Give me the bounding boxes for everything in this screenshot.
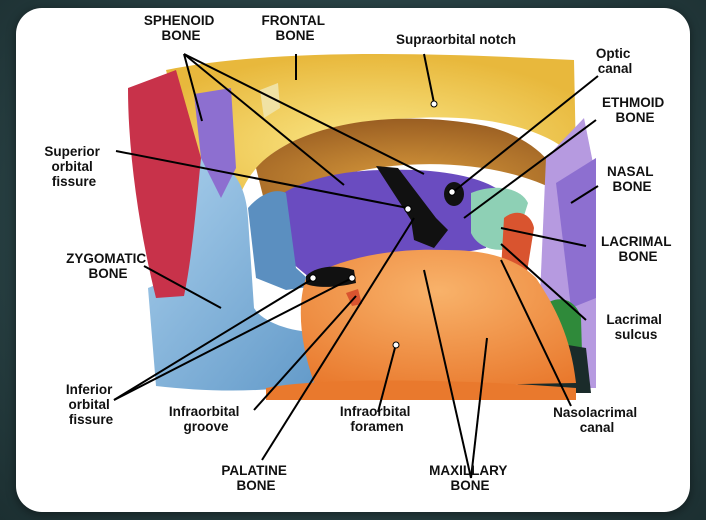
- label-palatine-bone: PALATINE BONE: [221, 463, 290, 493]
- sphenoid-lateral-region: [194, 88, 236, 198]
- label-frontal-bone: FRONTAL BONE: [261, 13, 328, 43]
- dot-superior-fissure: [404, 205, 412, 213]
- leader-palatine: [261, 217, 415, 461]
- label-maxillary-bone: MAXILLARY BONE: [429, 463, 511, 493]
- leader-nasolacrimal: [500, 259, 572, 407]
- leader-dots: [309, 100, 456, 349]
- dot-optic: [448, 188, 456, 196]
- label-zygomatic-bone: ZYGOMATIC BONE: [66, 251, 150, 281]
- leader-sphenoid-3: [183, 53, 425, 175]
- label-infraorbital-groove: Infraorbital groove: [169, 404, 243, 434]
- label-superior-orbital-fissure: Superior orbital fissure: [44, 144, 103, 189]
- nasal-bone-region: [556, 158, 596, 308]
- leader-lacrimal-sulcus: [500, 243, 587, 321]
- leader-superior-fissure: [115, 150, 409, 209]
- label-ethmoid-bone: ETHMOID BONE: [602, 95, 668, 125]
- label-optic-canal: Optic canal: [596, 46, 634, 76]
- orbit-bones-diagram: SPHENOID BONE FRONTAL BONE Supraorbital …: [44, 13, 675, 493]
- maxillary-lower-region: [266, 380, 576, 400]
- dot-supraorbital: [430, 100, 438, 108]
- leader-sphenoid-1: [183, 53, 203, 122]
- label-lacrimal-sulcus: Lacrimal sulcus: [606, 312, 665, 342]
- label-infraorbital-foramen: Infraorbital foramen: [340, 404, 414, 434]
- superior-orbital-fissure-shape: [376, 166, 448, 248]
- leader-infraorbital-groove: [253, 295, 357, 411]
- label-nasal-bone: NASAL BONE: [607, 164, 657, 194]
- dot-infraorbital-foramen: [392, 341, 400, 349]
- dot-inferior-fissure-2: [348, 274, 356, 282]
- leader-inferior-fissure-2: [113, 277, 353, 401]
- leader-supraorbital: [423, 53, 435, 104]
- red-bone-region: [128, 70, 201, 298]
- label-supraorbital-notch: Supraorbital notch: [396, 32, 516, 47]
- label-inferior-orbital-fissure: Inferior orbital fissure: [66, 382, 116, 427]
- label-lacrimal-bone: LACRIMAL BONE: [601, 234, 675, 264]
- leader-zygomatic: [143, 265, 222, 309]
- leader-inferior-fissure-1: [113, 277, 315, 401]
- leader-lines: [113, 53, 599, 479]
- orbit-lateral-wall: [248, 191, 316, 290]
- leader-maxillary-2: [470, 337, 488, 479]
- leader-maxillary-1: [423, 269, 472, 479]
- sphenoid-orbit-region: [266, 169, 496, 283]
- leader-nasal: [570, 185, 599, 204]
- labels: SPHENOID BONE FRONTAL BONE Supraorbital …: [44, 13, 675, 493]
- leader-lacrimal: [500, 227, 587, 247]
- bone-illustration: [128, 54, 596, 400]
- maxillary-bone-region: [300, 249, 576, 388]
- leader-ethmoid: [463, 119, 597, 219]
- sphenoid-gap: [260, 83, 280, 118]
- label-sphenoid-bone: SPHENOID BONE: [144, 13, 218, 43]
- leader-optic: [452, 75, 599, 193]
- label-nasolacrimal-canal: Nasolacrimal canal: [553, 405, 641, 435]
- dot-inferior-fissure-1: [309, 274, 317, 282]
- orbital-roof-region: [256, 118, 561, 208]
- leader-sphenoid-2: [183, 53, 345, 186]
- leader-infraorbital-foramen: [377, 343, 397, 413]
- diagram-card: SPHENOID BONE FRONTAL BONE Supraorbital …: [16, 8, 690, 512]
